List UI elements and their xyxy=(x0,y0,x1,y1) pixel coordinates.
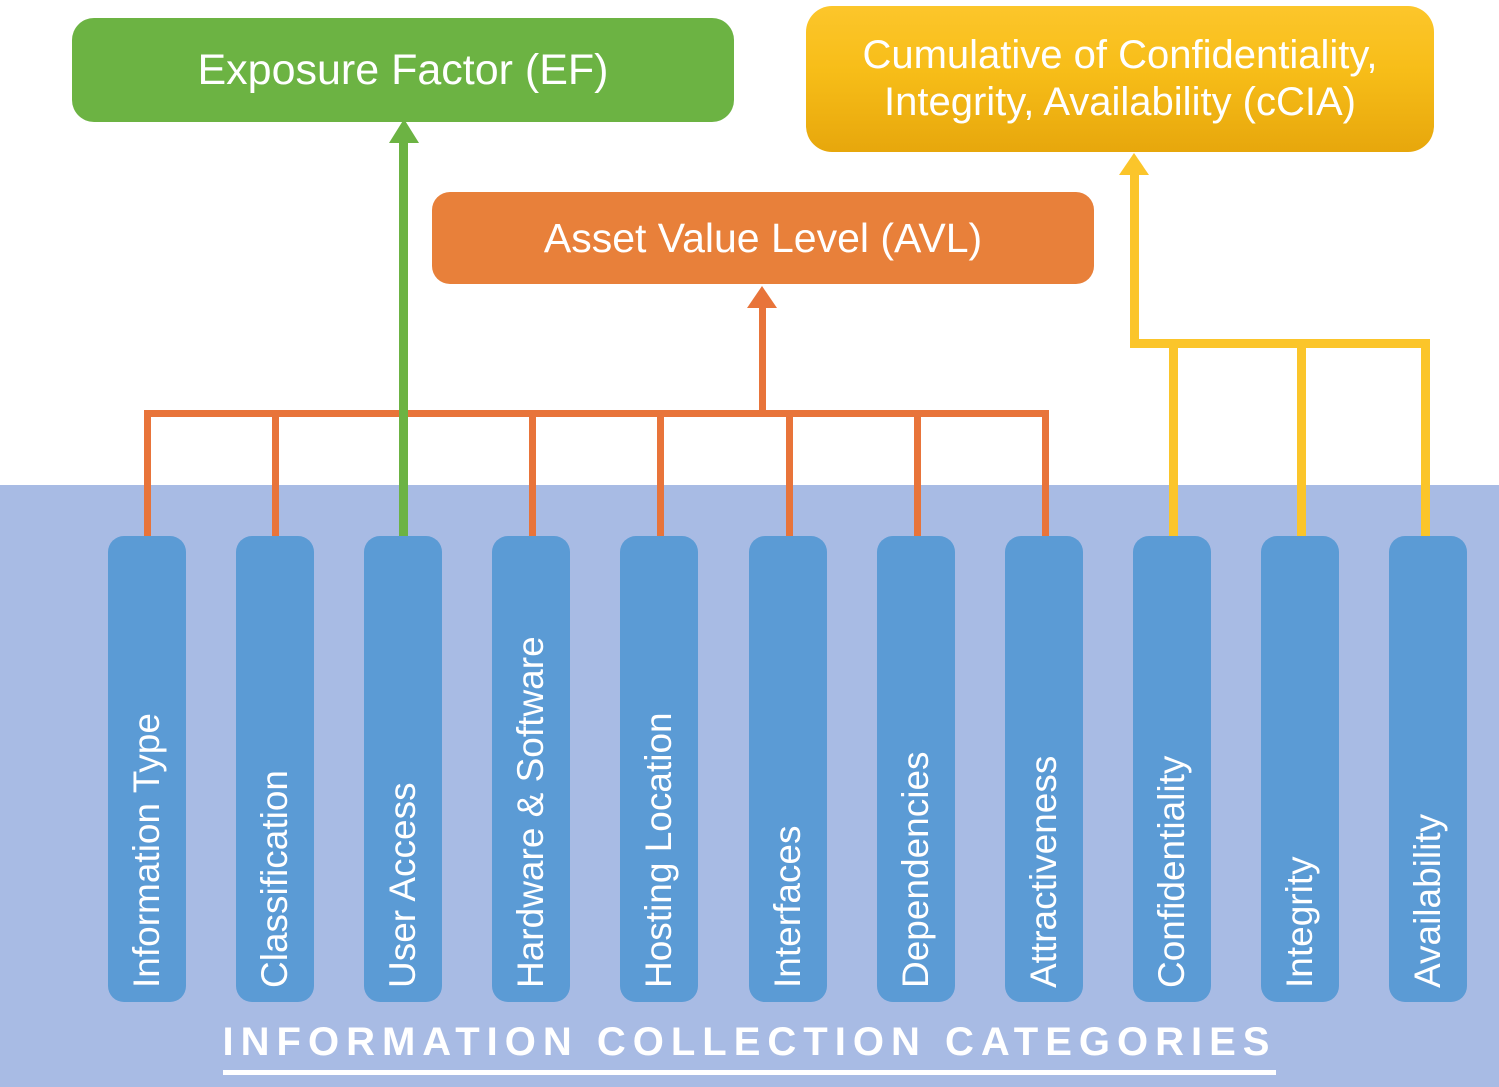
category-bar-dependencies[interactable]: Dependencies xyxy=(877,536,955,1002)
avl-drop-hardware-software xyxy=(529,410,536,540)
avl-drop-dependencies xyxy=(914,410,921,540)
ef-arrowhead-icon xyxy=(389,119,419,143)
avl-arrowhead-icon xyxy=(747,286,777,308)
category-bar-confidentiality[interactable]: Confidentiality xyxy=(1133,536,1211,1002)
category-bar-hosting-location[interactable]: Hosting Location xyxy=(620,536,698,1002)
category-label-hosting-location: Hosting Location xyxy=(638,712,679,988)
category-label-interfaces: Interfaces xyxy=(767,825,808,988)
avl-drop-classification xyxy=(272,410,279,540)
exposure-factor-label: Exposure Factor (EF) xyxy=(197,45,609,94)
footer-caption-text: INFORMATION COLLECTION CATEGORIES xyxy=(222,1020,1277,1075)
category-bar-integrity[interactable]: Integrity xyxy=(1261,536,1339,1002)
ef-riser xyxy=(399,142,408,540)
avl-drop-information-type xyxy=(144,410,151,540)
ccia-drop-confidentiality xyxy=(1169,339,1178,540)
category-bar-interfaces[interactable]: Interfaces xyxy=(749,536,827,1002)
category-bar-hardware-software[interactable]: Hardware & Software xyxy=(492,536,570,1002)
ccia-riser xyxy=(1130,175,1139,345)
asset-value-level-label: Asset Value Level (AVL) xyxy=(543,214,983,261)
cumulative-cia-label: Cumulative of Confidentiality, Integrity… xyxy=(862,32,1377,126)
asset-value-level-box[interactable]: Asset Value Level (AVL) xyxy=(432,192,1094,284)
avl-drop-interfaces xyxy=(786,410,793,540)
ccia-drop-availability xyxy=(1421,339,1430,540)
ccia-bus-horizontal xyxy=(1130,339,1430,348)
category-label-integrity: Integrity xyxy=(1279,856,1320,988)
footer-caption: INFORMATION COLLECTION CATEGORIES xyxy=(0,1020,1499,1075)
category-label-hardware-software: Hardware & Software xyxy=(510,636,551,988)
category-label-dependencies: Dependencies xyxy=(895,751,936,988)
avl-bus-horizontal xyxy=(144,410,1045,417)
ccia-arrowhead-icon xyxy=(1119,153,1149,175)
category-label-attractiveness: Attractiveness xyxy=(1023,755,1064,988)
cumulative-cia-box[interactable]: Cumulative of Confidentiality, Integrity… xyxy=(806,6,1434,152)
category-label-confidentiality: Confidentiality xyxy=(1151,755,1192,988)
avl-riser xyxy=(759,308,766,414)
category-label-availability: Availability xyxy=(1407,813,1448,988)
ccia-drop-integrity xyxy=(1297,339,1306,540)
category-label-user-access: User Access xyxy=(382,782,423,988)
category-bar-availability[interactable]: Availability xyxy=(1389,536,1467,1002)
avl-drop-attractiveness xyxy=(1042,410,1049,540)
category-bar-user-access[interactable]: User Access xyxy=(364,536,442,1002)
category-label-classification: Classification xyxy=(254,770,295,988)
avl-drop-hosting-location xyxy=(657,410,664,540)
cumulative-cia-label-line1: Cumulative of Confidentiality, xyxy=(862,32,1378,77)
category-bar-information-type[interactable]: Information Type xyxy=(108,536,186,1002)
category-bar-classification[interactable]: Classification xyxy=(236,536,314,1002)
exposure-factor-box[interactable]: Exposure Factor (EF) xyxy=(72,18,734,122)
category-bar-attractiveness[interactable]: Attractiveness xyxy=(1005,536,1083,1002)
cumulative-cia-label-line2: Integrity, Availability (cCIA) xyxy=(883,80,1356,124)
category-label-information-type: Information Type xyxy=(126,713,167,988)
